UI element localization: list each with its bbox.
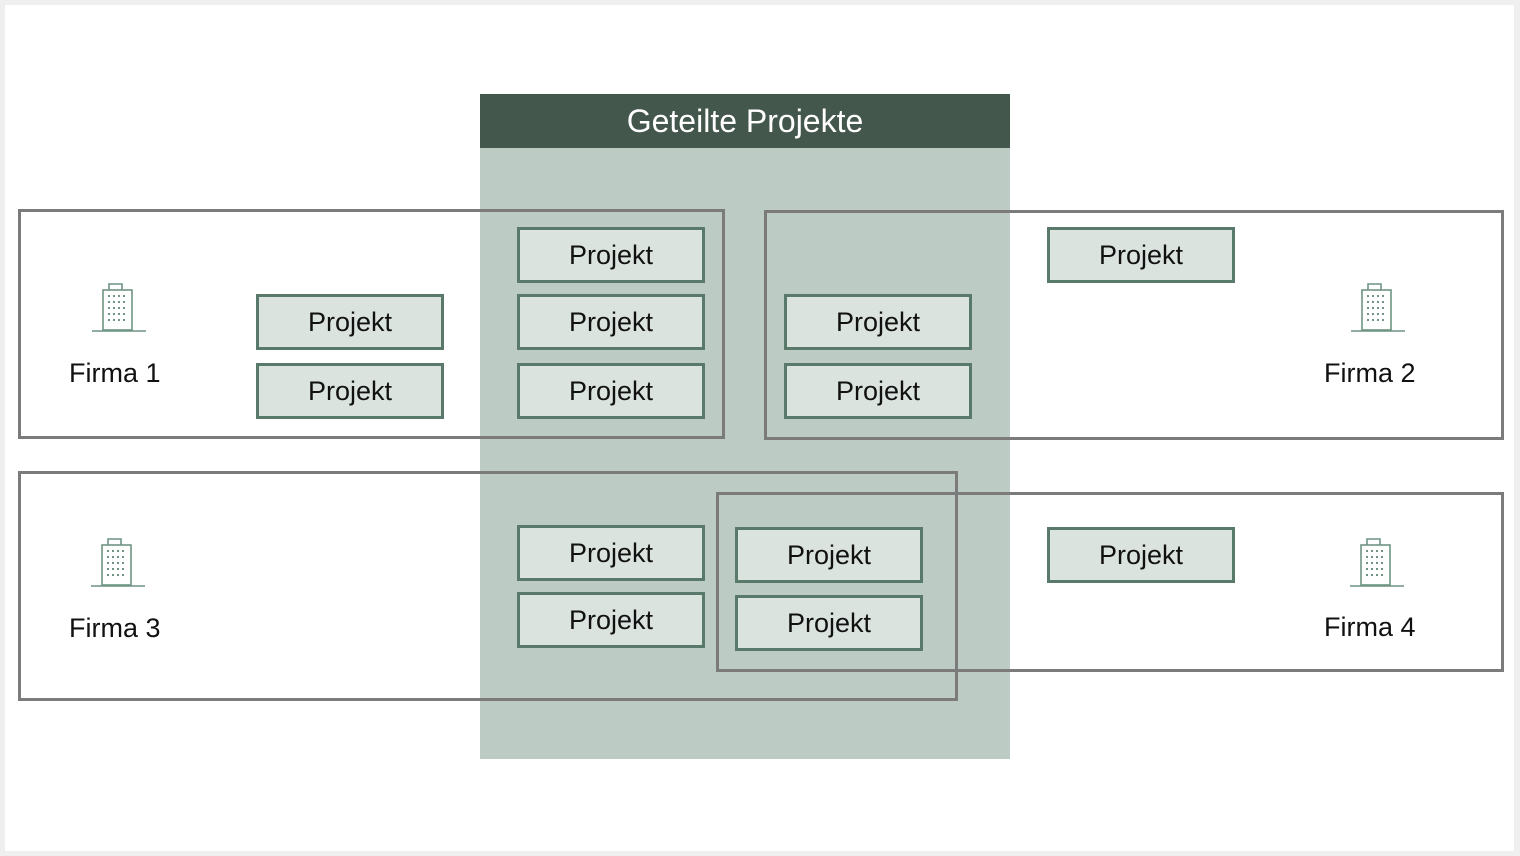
company-label: Firma 4: [1324, 612, 1416, 642]
project-box[interactable]: Projekt: [1047, 527, 1235, 583]
building-icon: [1351, 283, 1405, 332]
project-box[interactable]: Projekt: [517, 592, 705, 648]
project-box[interactable]: Projekt: [784, 363, 972, 419]
diagram-canvas: Geteilte Projekte Projekt Projekt Projek…: [5, 5, 1514, 851]
building-icon: [92, 283, 146, 332]
project-box[interactable]: Projekt: [517, 363, 705, 419]
project-box[interactable]: Projekt: [784, 294, 972, 350]
project-box[interactable]: Projekt: [256, 294, 444, 350]
project-box[interactable]: Projekt: [735, 527, 923, 583]
project-box[interactable]: Projekt: [1047, 227, 1235, 283]
project-box[interactable]: Projekt: [517, 525, 705, 581]
project-box[interactable]: Projekt: [735, 595, 923, 651]
company-1-frame: [18, 209, 725, 439]
shared-projects-header: Geteilte Projekte: [480, 94, 1010, 148]
building-icon: [1350, 538, 1404, 587]
company-label: Firma 3: [69, 613, 161, 643]
company-3-frame: [18, 471, 958, 701]
company-4-frame: [716, 492, 1504, 672]
project-box[interactable]: Projekt: [517, 227, 705, 283]
company-label: Firma 1: [69, 358, 161, 388]
project-box[interactable]: Projekt: [517, 294, 705, 350]
company-label: Firma 2: [1324, 358, 1416, 388]
building-icon: [91, 538, 145, 587]
company-2-frame: [764, 210, 1504, 440]
project-box[interactable]: Projekt: [256, 363, 444, 419]
